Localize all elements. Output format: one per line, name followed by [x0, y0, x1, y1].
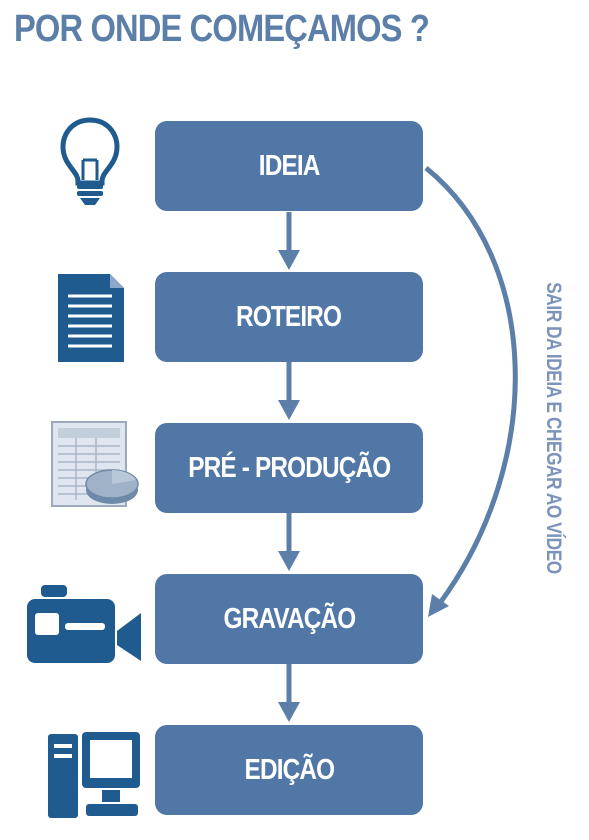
- document-icon: [58, 274, 124, 362]
- arrow-gravacao-edicao: [278, 664, 300, 722]
- spreadsheet-chart-icon: [51, 421, 139, 507]
- arrow-preproducao-gravacao: [278, 513, 300, 571]
- step-pre-producao: PRÉ - PRODUÇÃO: [155, 423, 423, 513]
- arrow-roteiro-preproducao: [278, 362, 300, 420]
- step-label: IDEIA: [258, 149, 321, 182]
- side-label-text: SAIR DA IDEIA E CHEGAR AO VÍDEO: [542, 281, 566, 574]
- step-label: EDIÇÃO: [244, 753, 335, 786]
- step-ideia: IDEIA: [155, 121, 423, 211]
- video-camera-icon: [27, 585, 141, 663]
- lightbulb-icon: [60, 117, 120, 205]
- step-edicao: EDIÇÃO: [155, 725, 423, 815]
- step-roteiro: ROTEIRO: [155, 272, 423, 362]
- curved-arrow-ideia-gravacao: [424, 166, 518, 617]
- step-gravacao: GRAVAÇÃO: [155, 574, 423, 664]
- step-label: GRAVAÇÃO: [223, 602, 356, 635]
- step-label: PRÉ - PRODUÇÃO: [187, 451, 391, 484]
- arrow-ideia-roteiro: [278, 212, 300, 270]
- side-label: SAIR DA IDEIA E CHEGAR AO VÍDEO: [533, 235, 573, 620]
- page-title: POR ONDE COMEÇAMOS ?: [14, 8, 430, 50]
- computer-icon: [48, 732, 140, 818]
- step-label: ROTEIRO: [236, 300, 342, 333]
